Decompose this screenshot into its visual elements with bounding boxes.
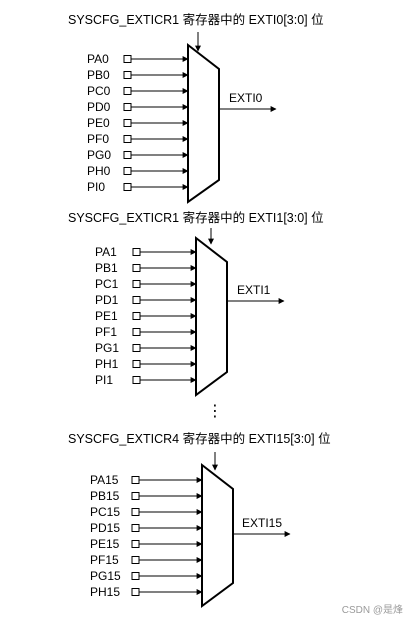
- pin-label: PB1: [95, 261, 118, 275]
- pin-label: PI0: [87, 180, 105, 194]
- pin-label: PG15: [90, 569, 121, 583]
- pin-label: PE0: [87, 116, 110, 130]
- pin-connector-square: [131, 492, 140, 500]
- pin-label: PC1: [95, 277, 119, 291]
- pin-connector-square: [132, 312, 141, 320]
- pin-connector-square: [132, 344, 141, 352]
- mux-title: SYSCFG_EXTICR1 寄存器中的 EXTI0[3:0] 位: [68, 12, 324, 27]
- pin-connector-square: [132, 360, 141, 368]
- pin-connector-square: [131, 524, 140, 532]
- pin-connector-square: [132, 280, 141, 288]
- mux-exti1: SYSCFG_EXTICR1 寄存器中的 EXTI1[3:0] 位 PA1 PB…: [68, 210, 324, 397]
- pin-connector-square: [132, 264, 141, 272]
- output-label: EXTI0: [229, 91, 263, 105]
- pin-connector-square: [132, 296, 141, 304]
- pin-connector-square: [132, 328, 141, 336]
- pin-label: PG0: [87, 148, 111, 162]
- pin-labels: PA15 PB15 PC15 PD15 PE15 PF15 PG15 PH15: [90, 473, 121, 599]
- pin-connector-square: [123, 135, 132, 143]
- input-lines: [123, 55, 189, 191]
- pin-connector-square: [123, 183, 132, 191]
- mux-trapezoid: [195, 235, 228, 397]
- pin-label: PI1: [95, 373, 113, 387]
- mux-title: SYSCFG_EXTICR4 寄存器中的 EXTI15[3:0] 位: [68, 431, 331, 446]
- pin-label: PA1: [95, 245, 117, 259]
- pin-connector-square: [123, 119, 132, 127]
- pin-connector-square: [131, 556, 140, 564]
- watermark: CSDN @是烽: [342, 603, 403, 616]
- pin-connector-square: [123, 151, 132, 159]
- input-lines: [131, 476, 203, 596]
- pin-label: PD0: [87, 100, 111, 114]
- pin-label: PD1: [95, 293, 119, 307]
- pin-connector-square: [123, 87, 132, 95]
- pin-label: PB0: [87, 68, 110, 82]
- pin-label: PA0: [87, 52, 109, 66]
- pin-label: PH1: [95, 357, 119, 371]
- mux-exti15: SYSCFG_EXTICR4 寄存器中的 EXTI15[3:0] 位 PA15 …: [68, 431, 331, 608]
- pin-label: PF15: [90, 553, 119, 567]
- pin-connector-square: [131, 588, 140, 596]
- pin-connector-square: [123, 103, 132, 111]
- pin-connector-square: [132, 376, 141, 384]
- pin-label: PG1: [95, 341, 119, 355]
- pin-connector-square: [131, 572, 140, 580]
- pin-label: PE1: [95, 309, 118, 323]
- mux-exti0: SYSCFG_EXTICR1 寄存器中的 EXTI0[3:0] 位 PA0 PB…: [68, 12, 324, 204]
- pin-connector-square: [123, 167, 132, 175]
- pin-labels: PA1 PB1 PC1 PD1 PE1 PF1 PG1 PH1 PI1: [95, 245, 119, 387]
- output-label: EXTI15: [242, 516, 282, 530]
- pin-connector-square: [132, 248, 141, 256]
- pin-label: PC0: [87, 84, 111, 98]
- mux-trapezoid: [201, 462, 234, 608]
- pin-label: PF1: [95, 325, 117, 339]
- pin-connector-square: [131, 508, 140, 516]
- pin-label: PB15: [90, 489, 120, 503]
- pin-label: PC15: [90, 505, 120, 519]
- pin-label: PH0: [87, 164, 111, 178]
- pin-label: PD15: [90, 521, 120, 535]
- pin-connector-square: [123, 55, 132, 63]
- input-lines: [132, 248, 197, 384]
- pin-connector-square: [131, 540, 140, 548]
- vertical-ellipsis: ⋮: [207, 403, 223, 420]
- pin-label: PA15: [90, 473, 119, 487]
- pin-label: PH15: [90, 585, 120, 599]
- mux-title: SYSCFG_EXTICR1 寄存器中的 EXTI1[3:0] 位: [68, 210, 324, 225]
- pin-label: PE15: [90, 537, 120, 551]
- pin-connector-square: [123, 71, 132, 79]
- pin-labels: PA0 PB0 PC0 PD0 PE0 PF0 PG0 PH0 PI0: [87, 52, 111, 194]
- mux-trapezoid: [187, 42, 220, 204]
- pin-connector-square: [131, 476, 140, 484]
- pin-label: PF0: [87, 132, 109, 146]
- output-label: EXTI1: [237, 283, 271, 297]
